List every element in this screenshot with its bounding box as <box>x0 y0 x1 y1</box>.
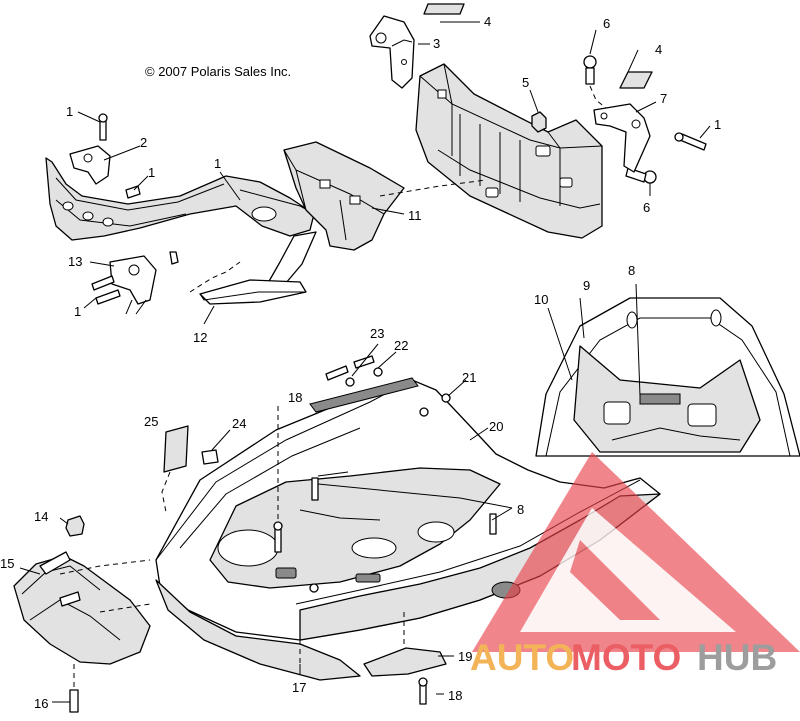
skid-plate-part-19 <box>363 612 447 677</box>
callout-24: 24 <box>232 416 246 431</box>
decal-part-25 <box>161 425 189 513</box>
hood-top-seal-strip <box>309 377 419 413</box>
bolt-part-18-upper <box>273 406 283 553</box>
callout-9: 9 <box>583 278 590 293</box>
watermark-triangle-inner <box>520 508 736 632</box>
hood-inner-bay <box>209 467 521 599</box>
callout-1-center: 1 <box>214 156 221 171</box>
relation-line-11 <box>379 179 487 197</box>
inset-view-rear-hood <box>535 297 800 457</box>
relation-line-12 <box>189 261 241 293</box>
callout-8-hood: 8 <box>517 502 524 517</box>
callout-3: 3 <box>433 36 440 51</box>
screw-part-24 <box>201 449 219 465</box>
watermark-word-hub: HUB <box>697 637 777 678</box>
screws-part-23 <box>325 355 375 381</box>
watermark-word-moto: MOTO <box>571 637 681 678</box>
bumper-support-part-12 <box>199 279 307 305</box>
bolt-part-1-right <box>674 132 707 151</box>
callout-12: 12 <box>193 330 207 345</box>
bolt-part-16 <box>69 664 79 713</box>
callout-4-top: 4 <box>484 14 491 29</box>
decal-part-4-right <box>619 71 653 89</box>
callout-8-inset: 8 <box>628 263 635 278</box>
callout-13: 13 <box>68 254 82 269</box>
front-bumper-part-15 <box>13 551 151 665</box>
bolt-part-6-lower <box>625 167 657 184</box>
bracket-part-2 <box>69 145 111 185</box>
callout-19: 19 <box>458 649 472 664</box>
callout-labels: 4 3 6 4 5 7 1 6 1 2 1 1 11 13 1 12 10 9 … <box>0 14 721 711</box>
left-frame-rail <box>45 157 315 241</box>
callout-2: 2 <box>140 135 147 150</box>
relation-line-bumper <box>59 559 151 613</box>
callout-7: 7 <box>660 91 667 106</box>
callout-16: 16 <box>34 696 48 711</box>
callout-22: 22 <box>394 338 408 353</box>
bolt-part-18-lower <box>418 677 428 705</box>
washers-part-22 <box>345 367 383 387</box>
clip-part-17 <box>299 583 319 664</box>
callout-5: 5 <box>522 75 529 90</box>
copyright-notice: © 2007 Polaris Sales Inc. <box>145 64 291 79</box>
automotohub-watermark: AUTO MOTO HUB <box>470 452 800 678</box>
callout-10: 10 <box>534 292 548 307</box>
watermark-triangle-accent <box>570 540 660 620</box>
callout-23: 23 <box>370 326 384 341</box>
bolts-part-1-lower-left <box>91 275 121 305</box>
callout-18-lower: 18 <box>448 688 462 703</box>
bolt-part-6-top <box>583 55 607 109</box>
front-cross-beam <box>415 63 603 239</box>
callout-17: 17 <box>292 680 306 695</box>
callout-1-right: 1 <box>714 117 721 132</box>
decal-part-4-top <box>423 3 465 15</box>
bracket-part-13 <box>109 251 179 305</box>
callout-6-top: 6 <box>603 16 610 31</box>
bracket-part-3 <box>369 15 415 89</box>
watermark-word-auto: AUTO <box>470 637 574 678</box>
callout-15: 15 <box>0 556 14 571</box>
callout-1-lower-left: 1 <box>74 304 81 319</box>
nut-part-5 <box>531 111 547 133</box>
callout-25: 25 <box>144 414 158 429</box>
callout-21: 21 <box>462 370 476 385</box>
callout-14: 14 <box>34 509 48 524</box>
leader-lines <box>19 21 711 703</box>
hood-lower-skirt <box>155 579 361 681</box>
bolt-part-1-top-left <box>98 113 141 199</box>
steering-support-tower <box>283 141 405 251</box>
callout-1-top-left: 1 <box>66 104 73 119</box>
callout-6-lower: 6 <box>643 200 650 215</box>
callout-1-mid-left: 1 <box>148 165 155 180</box>
callout-11: 11 <box>408 208 422 223</box>
callout-18-upper: 18 <box>288 390 302 405</box>
bushing-part-14 <box>65 515 85 537</box>
callout-20: 20 <box>489 419 503 434</box>
callout-4-right: 4 <box>655 42 662 57</box>
